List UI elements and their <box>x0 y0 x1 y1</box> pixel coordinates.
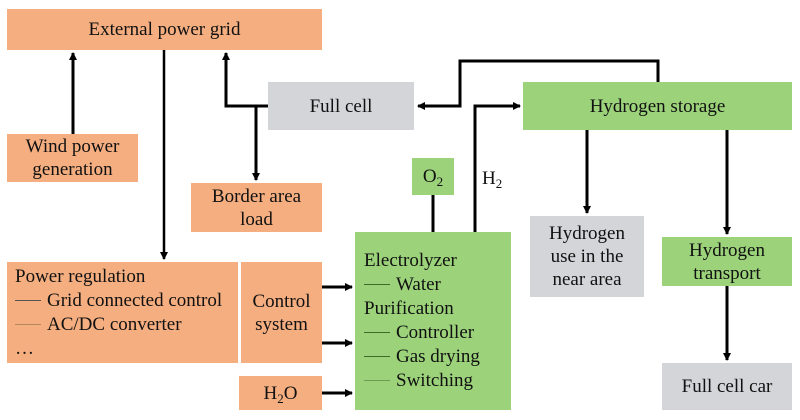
electrolyzer-box: Electrolyzer Water Purification Controll… <box>355 232 511 410</box>
control-system-line-1: Control <box>252 290 311 312</box>
electrolyzer-item-purification: Purification <box>364 298 454 319</box>
electrolyzer-item-water-text: Water <box>396 274 441 295</box>
hydrogen-storage-label: Hydrogen storage <box>589 95 726 117</box>
o2-box: O2 <box>412 158 454 195</box>
hydrogen-storage-box: Hydrogen storage <box>523 82 792 130</box>
power-regulation-item-acdc: AC/DC converter <box>15 313 182 337</box>
control-system-box: Control system <box>241 262 322 363</box>
wind-power-generation-box: Wind power generation <box>7 134 138 182</box>
near-area-line-1: Hydrogen <box>549 223 625 244</box>
power-regulation-box: Power regulation Grid connected control … <box>7 262 238 363</box>
h2o-base: H <box>263 382 278 404</box>
h2o-subscript: 2 <box>277 390 284 406</box>
h2-subscript: 2 <box>495 176 503 191</box>
power-regulation-item-grid: Grid connected control <box>15 289 222 313</box>
external-power-grid-box: External power grid <box>7 9 322 50</box>
border-load-line-2: load <box>240 208 273 230</box>
hydrogen-transport-box: Hydrogen transport <box>662 237 792 286</box>
dash-marker <box>15 323 41 325</box>
transport-line-1: Hydrogen <box>689 239 765 261</box>
power-regulation-title: Power regulation <box>15 265 146 287</box>
near-area-line-3: near area <box>552 269 622 290</box>
arrow-storage-to-fullcell <box>417 59 660 110</box>
electrolyzer-item-gas-drying: Gas drying <box>364 345 480 369</box>
full-cell-car-label: Full cell car <box>681 376 773 397</box>
near-area-line-2: use in the <box>550 246 624 267</box>
h2o-tail: O <box>283 382 298 404</box>
hydrogen-near-area-box: Hydrogen use in the near area <box>530 216 644 297</box>
wind-label-line-1: Wind power <box>25 136 120 157</box>
electrolyzer-item-controller-text: Controller <box>396 322 475 343</box>
dash-marker <box>364 332 390 334</box>
full-cell-box: Full cell <box>268 82 414 130</box>
o2-label: O2 <box>423 165 443 188</box>
electrolyzer-item-controller: Controller <box>364 321 474 345</box>
dash-marker <box>15 299 41 301</box>
electrolyzer-item-switching-text: Switching <box>396 370 474 391</box>
external-power-grid-label: External power grid <box>88 19 241 40</box>
power-regulation-item-grid-text: Grid connected control <box>47 289 223 311</box>
power-regulation-item-acdc-text: AC/DC converter <box>47 313 182 335</box>
h2o-label: H2O <box>264 382 298 405</box>
electrolyzer-title: Electrolyzer <box>364 250 457 271</box>
o2-subscript: 2 <box>436 174 444 189</box>
dash-marker <box>364 284 390 286</box>
wind-label-line-2: generation <box>32 159 113 180</box>
border-area-load-box: Border area load <box>191 183 322 232</box>
border-load-line-1: Border area <box>211 185 302 207</box>
transport-line-2: transport <box>693 262 761 284</box>
h2-base: H <box>482 168 496 189</box>
arrow-fullcell-to-grid <box>222 52 268 108</box>
power-regulation-ellipsis: … <box>15 337 34 359</box>
electrolyzer-item-switching: Switching <box>364 369 473 393</box>
h2-edge-label: H2 <box>482 168 502 190</box>
electrolyzer-item-gas-drying-text: Gas drying <box>396 346 480 367</box>
control-system-line-2: system <box>255 313 308 335</box>
dash-marker <box>364 356 390 358</box>
full-cell-label: Full cell <box>309 95 373 117</box>
electrolyzer-item-water: Water <box>364 273 441 297</box>
arrow-electrolyzer-to-storage <box>473 102 521 232</box>
full-cell-car-box: Full cell car <box>662 363 792 410</box>
dash-marker <box>364 380 390 382</box>
h2o-box: H2O <box>239 376 322 410</box>
o2-base: O <box>422 166 437 187</box>
